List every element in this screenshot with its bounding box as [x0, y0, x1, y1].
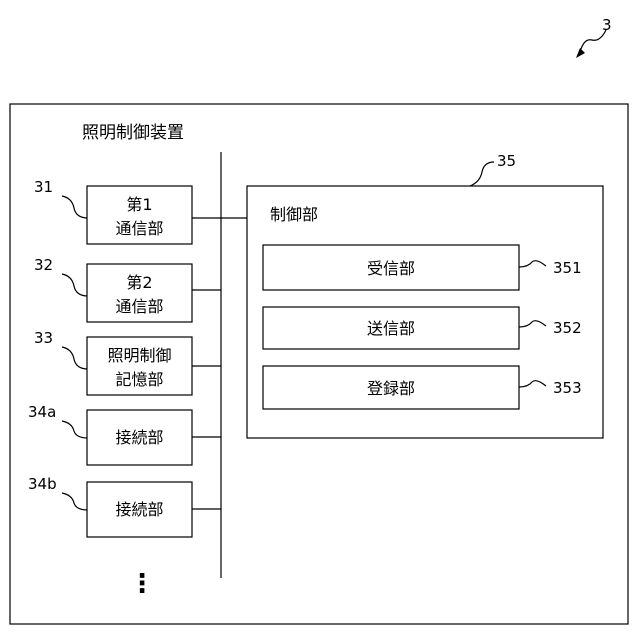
unit-label-line2: 通信部 [115, 219, 163, 238]
controller-35: 35 制御部 受信部 351 送信部 352 登録部 353 [247, 152, 603, 438]
unit-label-line1: 第1 [126, 195, 152, 214]
unit-label-line2: 通信部 [115, 297, 163, 316]
subunit-label: 送信部 [367, 319, 415, 338]
unit-label: 接続部 [115, 500, 163, 519]
subunit-ref-label: 352 [553, 319, 582, 337]
subunit-ref-label: 351 [553, 259, 582, 277]
unit-label-line2: 記憶部 [115, 370, 163, 389]
unit-label-line1: 照明制御 [107, 346, 171, 365]
subunit-label: 受信部 [367, 259, 415, 278]
device-title: 照明制御装置 [82, 123, 184, 143]
figure-ref-label: 3 [602, 16, 612, 34]
unit-ref-label: 31 [34, 178, 53, 196]
unit-ref-label: 32 [34, 256, 53, 274]
unit-label: 接続部 [115, 428, 163, 447]
controller-title: 制御部 [270, 205, 318, 224]
unit-ref-label: 33 [34, 329, 53, 347]
controller-ref-label: 35 [497, 152, 516, 170]
continuation-dots: ⋮ [129, 569, 155, 599]
unit-ref-label: 34b [28, 475, 57, 493]
subunit-label: 登録部 [367, 379, 415, 398]
subunit-ref-label: 353 [553, 379, 582, 397]
unit-label-line1: 第2 [126, 273, 152, 292]
unit-ref-label: 34a [28, 403, 56, 421]
figure-ref-arrowhead [576, 48, 585, 58]
